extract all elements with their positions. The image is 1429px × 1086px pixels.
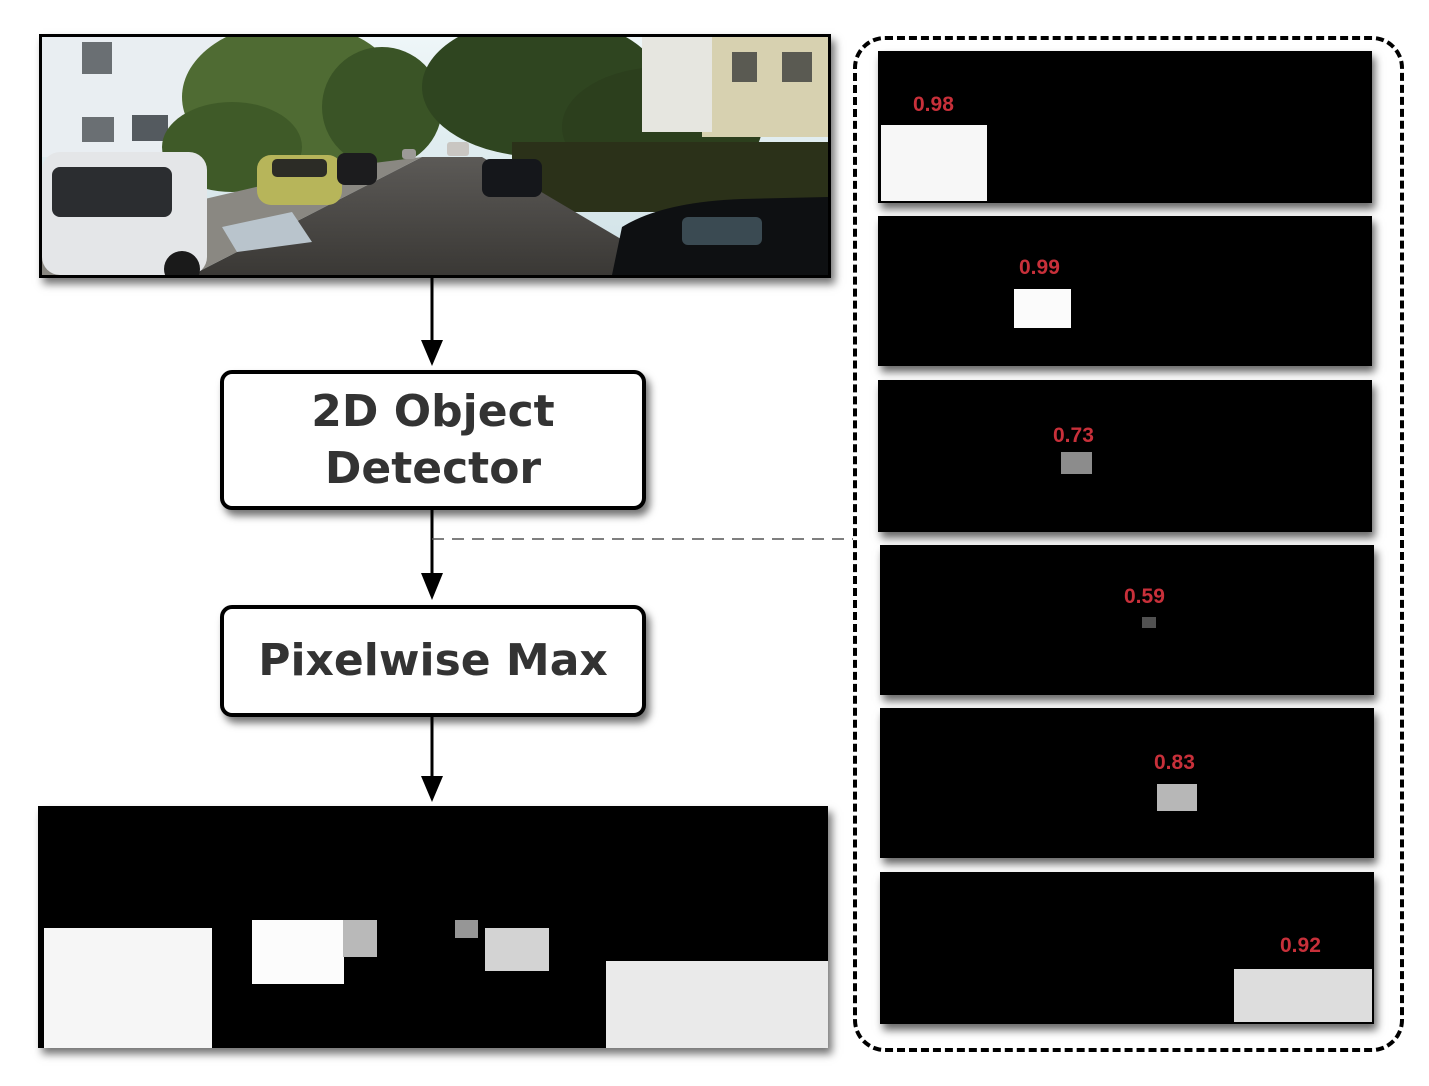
detection-box-6 xyxy=(1234,969,1372,1022)
merged-detection-5 xyxy=(485,928,549,971)
score-label-4: 0.59 xyxy=(1124,585,1165,608)
detection-mask-4: 0.59 xyxy=(880,545,1374,695)
detection-mask-1: 0.98 xyxy=(878,51,1372,203)
detection-box-1 xyxy=(881,125,987,201)
object-detector-label-line1: 2D Object xyxy=(311,385,555,437)
score-label-2: 0.99 xyxy=(1019,256,1060,279)
score-label-1: 0.98 xyxy=(913,93,954,116)
pixelwise-max-label: Pixelwise Max xyxy=(258,635,608,687)
detection-box-2 xyxy=(1014,289,1071,328)
arrowhead-output xyxy=(421,776,443,802)
arrowhead-max xyxy=(421,573,443,600)
arrowhead-detector xyxy=(421,340,443,366)
merged-detection-6 xyxy=(606,961,828,1048)
detection-box-5 xyxy=(1157,784,1197,811)
score-label-5: 0.83 xyxy=(1154,751,1195,774)
merged-detection-1 xyxy=(44,928,212,1048)
score-label-6: 0.92 xyxy=(1280,934,1321,957)
detection-mask-6: 0.92 xyxy=(880,872,1374,1024)
detection-box-4 xyxy=(1142,617,1156,628)
score-label-3: 0.73 xyxy=(1053,424,1094,447)
detection-box-3 xyxy=(1061,452,1092,474)
merged-detection-4 xyxy=(455,920,478,938)
detection-mask-5: 0.83 xyxy=(880,708,1374,858)
merged-detection-3 xyxy=(343,920,377,957)
object-detector-label-line2: Detector xyxy=(324,443,542,494)
combined-output-mask xyxy=(38,806,828,1048)
street-scene-photo xyxy=(39,34,831,278)
detection-mask-2: 0.99 xyxy=(878,216,1372,366)
merged-detection-2 xyxy=(252,920,344,984)
object-detector-box: 2D Object Detector xyxy=(220,370,646,510)
detection-masks-panel xyxy=(853,36,1404,1052)
street-scene-illustration xyxy=(42,37,828,275)
detection-mask-3: 0.73 xyxy=(878,380,1372,532)
pixelwise-max-box: Pixelwise Max xyxy=(220,605,646,717)
